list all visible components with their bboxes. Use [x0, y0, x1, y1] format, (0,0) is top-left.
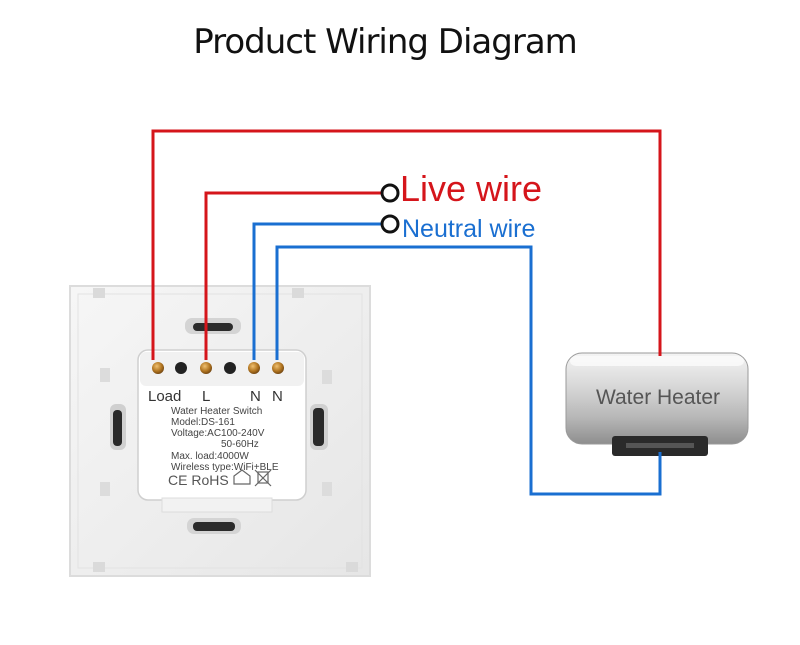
heater-highlight: [570, 356, 744, 366]
page-title: Product Wiring Diagram: [193, 22, 578, 62]
weee-bin-icon: [257, 471, 269, 484]
terminal-blank: [224, 362, 236, 374]
mount-tab: [322, 482, 332, 496]
mount-tab: [93, 562, 105, 572]
module-base: [161, 497, 273, 513]
terminal-strip: [140, 352, 304, 386]
mount-tab: [346, 562, 358, 572]
weee-cross-icon: [254, 469, 272, 487]
terminal-load-label: Load: [148, 388, 181, 405]
spec-line: Max. load:4000W: [171, 451, 249, 462]
mount-tab: [93, 288, 105, 298]
mount-tab: [292, 288, 304, 298]
terminal-n2-screw: [272, 362, 284, 374]
live-wire-supply: [204, 191, 383, 360]
terminal-l-screw: [200, 362, 212, 374]
top-slot-hole: [193, 323, 233, 331]
spec-line: Wireless type:WiFi+BLE: [171, 462, 279, 473]
live-wires: [151, 129, 662, 360]
heater-display: [626, 443, 694, 448]
neutral-wire-word: wire: [489, 215, 536, 243]
neutral-wire-supply: [252, 222, 383, 360]
terminal-n2-label: N: [272, 388, 283, 405]
water-heater-label: Water Heater: [596, 386, 720, 409]
plate-inner-edge: [77, 293, 363, 569]
neutral-wire-heater: [275, 245, 662, 496]
mount-tab: [322, 370, 332, 384]
live-supply-terminal: [380, 183, 400, 203]
terminal-blank: [175, 362, 187, 374]
neutral-word: Neutral: [402, 215, 483, 243]
bottom-slot-hole: [193, 522, 235, 531]
water-heater: Water Heater: [565, 352, 749, 456]
mount-tab: [100, 368, 110, 382]
neutral-supply-terminal: [380, 214, 400, 234]
side-slot-hole: [113, 410, 122, 446]
spec-line: 50-60Hz: [221, 439, 259, 450]
house-icon: [233, 469, 251, 485]
spec-line: Water Heater Switch: [171, 406, 262, 417]
live-wire-load-to-heater: [151, 129, 662, 360]
terminal-load-screw: [152, 362, 164, 374]
terminal-l-label: L: [202, 388, 210, 405]
mount-tab: [100, 482, 110, 496]
neutral-wires: [252, 222, 662, 496]
terminal-n1-label: N: [250, 388, 261, 405]
spec-line: Model:DS-161: [171, 417, 235, 428]
neutral-wire-label: Neutral wire: [402, 215, 535, 243]
terminal-n1-screw: [248, 362, 260, 374]
certification-marks: CE RoHS: [168, 472, 229, 488]
live-wire-label: Live wire: [400, 168, 542, 209]
switch-module: Load L N N Water Heater Switch Model:DS-…: [137, 349, 307, 513]
spec-line: Voltage:AC100-240V: [171, 428, 265, 439]
side-slot-hole: [313, 408, 324, 446]
